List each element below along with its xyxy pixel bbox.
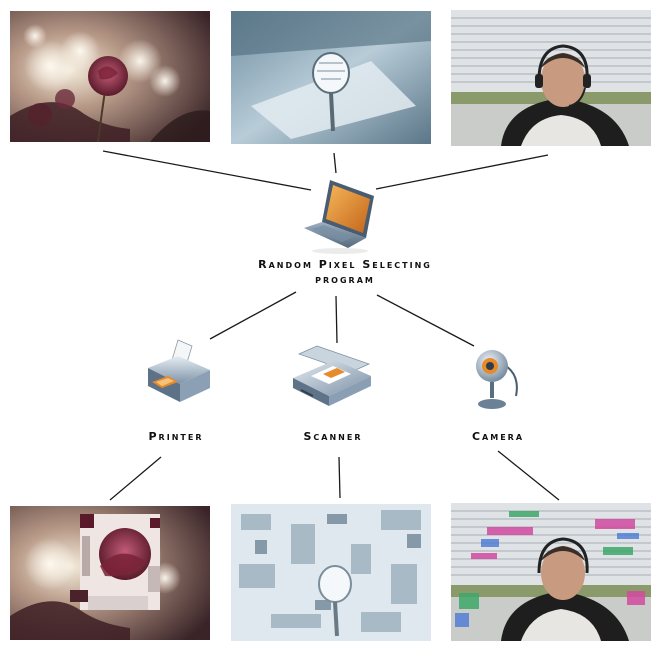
program-label-line2: program bbox=[315, 273, 375, 286]
camera-label: Camera bbox=[471, 430, 525, 443]
connector-lamp-to-laptop bbox=[333, 152, 337, 174]
output-photo-lamp-glitched bbox=[231, 504, 431, 641]
printer-icon bbox=[142, 336, 214, 408]
connector-program-to-scanner bbox=[335, 295, 338, 344]
printer-label: Printer bbox=[148, 430, 204, 443]
connector-printer-to-output bbox=[109, 456, 162, 501]
output-photo-rose-glitched bbox=[10, 506, 210, 640]
connector-program-to-camera bbox=[376, 294, 475, 347]
connector-program-to-printer bbox=[209, 291, 297, 340]
scanner-label: Scanner bbox=[303, 430, 363, 443]
connector-scanner-to-output bbox=[338, 456, 341, 499]
input-photo-rose bbox=[10, 11, 210, 142]
connector-camera-to-output bbox=[497, 450, 560, 501]
program-label: Random Pixel Selecting program bbox=[230, 257, 460, 287]
program-label-line1: Random Pixel Selecting bbox=[258, 258, 432, 271]
input-photo-lamp bbox=[231, 11, 431, 144]
input-photo-man bbox=[451, 10, 651, 146]
output-photo-man-glitched bbox=[451, 503, 651, 641]
connector-rose-to-laptop bbox=[102, 150, 312, 191]
webcam-icon bbox=[472, 346, 522, 412]
laptop-icon bbox=[300, 176, 378, 254]
scanner-icon bbox=[289, 342, 373, 414]
connector-man-to-laptop bbox=[375, 154, 549, 190]
